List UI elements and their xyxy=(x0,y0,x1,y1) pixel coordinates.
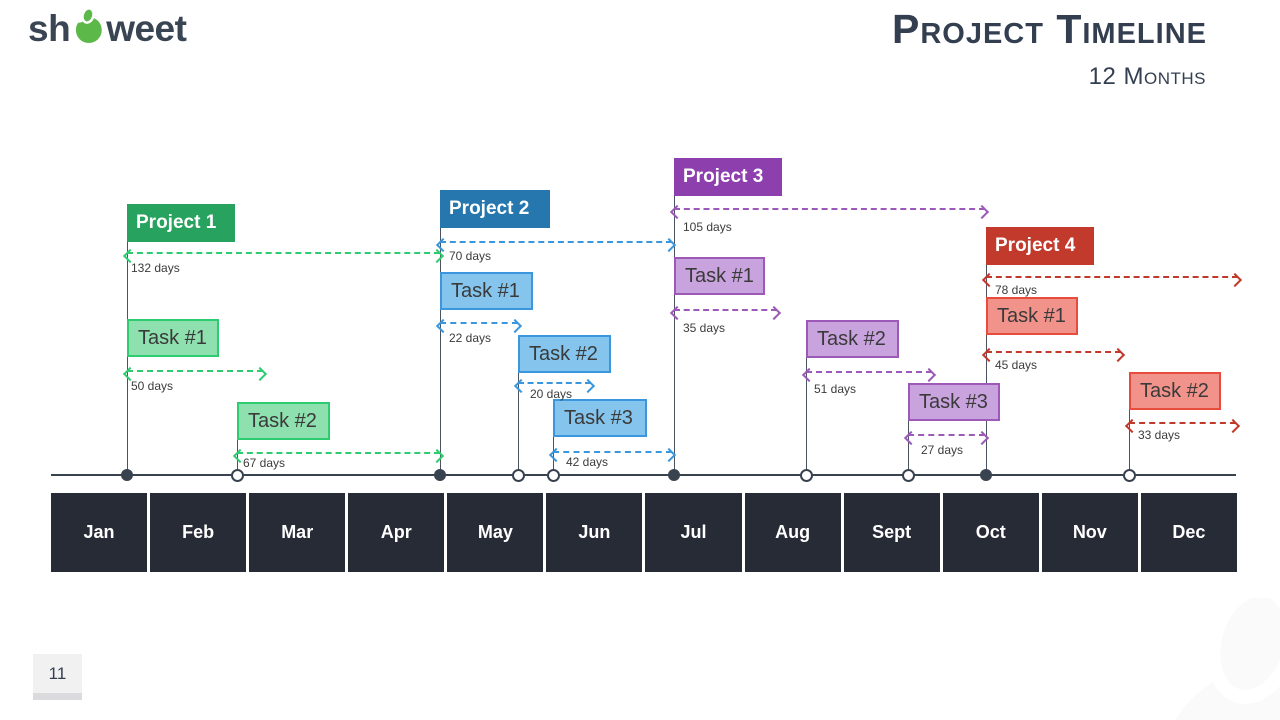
month-cell: Jun xyxy=(546,493,643,572)
timeline-connector xyxy=(440,228,441,474)
task-box: Task #2 xyxy=(518,335,611,373)
month-cell: Mar xyxy=(249,493,346,572)
duration-arrow xyxy=(806,371,932,373)
showeet-watermark-icon xyxy=(1153,598,1280,720)
duration-label: 20 days xyxy=(530,387,573,401)
month-cell: Nov xyxy=(1041,493,1138,572)
duration-label: 45 days xyxy=(995,358,1038,372)
task-box: Task #1 xyxy=(127,319,219,357)
logo-text-right: weet xyxy=(106,8,187,49)
task-box: Task #1 xyxy=(674,257,765,295)
duration-label: 33 days xyxy=(1138,428,1181,442)
duration-label: 42 days xyxy=(566,455,609,469)
month-cell: Oct xyxy=(942,493,1039,572)
logo-text-left: sh xyxy=(28,8,71,49)
timeline-connector xyxy=(674,196,675,474)
duration-arrow xyxy=(518,382,591,384)
timeline-connector xyxy=(127,242,128,474)
timeline-connector xyxy=(1129,410,1130,474)
timeline-node xyxy=(231,469,244,482)
timeline-node xyxy=(121,469,133,481)
project-header: Project 3 xyxy=(674,158,782,196)
duration-label: 51 days xyxy=(814,382,857,396)
timeline-connector xyxy=(986,265,987,474)
timeline-node xyxy=(547,469,560,482)
showeet-mark-icon xyxy=(71,7,102,43)
duration-arrow xyxy=(440,241,672,243)
page-subtitle: 12 Months xyxy=(1088,63,1206,90)
duration-label: 70 days xyxy=(449,249,492,263)
project-header: Project 2 xyxy=(440,190,550,228)
timeline-node xyxy=(800,469,813,482)
task-box: Task #1 xyxy=(986,297,1078,335)
timeline-connector xyxy=(806,358,807,474)
task-box: Task #2 xyxy=(806,320,899,358)
project-header: Project 4 xyxy=(986,227,1094,265)
duration-arrow xyxy=(1129,422,1236,424)
page-title: Project Timeline xyxy=(891,6,1207,52)
logo: sh weet xyxy=(28,7,187,50)
timeline-node xyxy=(902,469,915,482)
duration-label: 132 days xyxy=(131,261,180,275)
month-cell: Sept xyxy=(843,493,940,572)
duration-arrow xyxy=(237,452,440,454)
timeline-node xyxy=(512,469,525,482)
duration-arrow xyxy=(127,370,263,372)
timeline-node xyxy=(980,469,992,481)
duration-label: 67 days xyxy=(243,456,286,470)
duration-label: 27 days xyxy=(921,443,964,457)
duration-label: 35 days xyxy=(683,321,726,335)
duration-arrow xyxy=(553,451,672,453)
timeline-connector xyxy=(518,373,519,474)
month-cell: Dec xyxy=(1140,493,1237,572)
timeline-node xyxy=(434,469,446,481)
project-header: Project 1 xyxy=(127,204,235,242)
timeline-node xyxy=(1123,469,1136,482)
task-box: Task #1 xyxy=(440,272,533,310)
month-cell: Feb xyxy=(150,493,247,572)
task-box: Task #2 xyxy=(237,402,330,440)
duration-arrow xyxy=(440,322,518,324)
duration-arrow xyxy=(674,309,777,311)
task-box: Task #3 xyxy=(908,383,1000,421)
month-cell: Jan xyxy=(51,493,148,572)
task-box: Task #2 xyxy=(1129,372,1221,410)
duration-label: 105 days xyxy=(683,220,732,234)
timeline-axis xyxy=(51,474,1236,476)
duration-label: 22 days xyxy=(449,331,492,345)
duration-arrow xyxy=(986,351,1121,353)
duration-arrow xyxy=(908,434,985,436)
duration-label: 78 days xyxy=(995,283,1038,297)
page-number: 11 xyxy=(33,654,82,700)
duration-arrow xyxy=(986,276,1238,278)
duration-label: 50 days xyxy=(131,379,174,393)
task-box: Task #3 xyxy=(553,399,647,437)
duration-arrow xyxy=(127,252,440,254)
month-cell: May xyxy=(447,493,544,572)
month-cell: Apr xyxy=(348,493,445,572)
month-cell: Aug xyxy=(744,493,841,572)
timeline-connector xyxy=(908,421,909,474)
month-cell: Jul xyxy=(645,493,742,572)
timeline-node xyxy=(668,469,680,481)
duration-arrow xyxy=(674,208,985,210)
